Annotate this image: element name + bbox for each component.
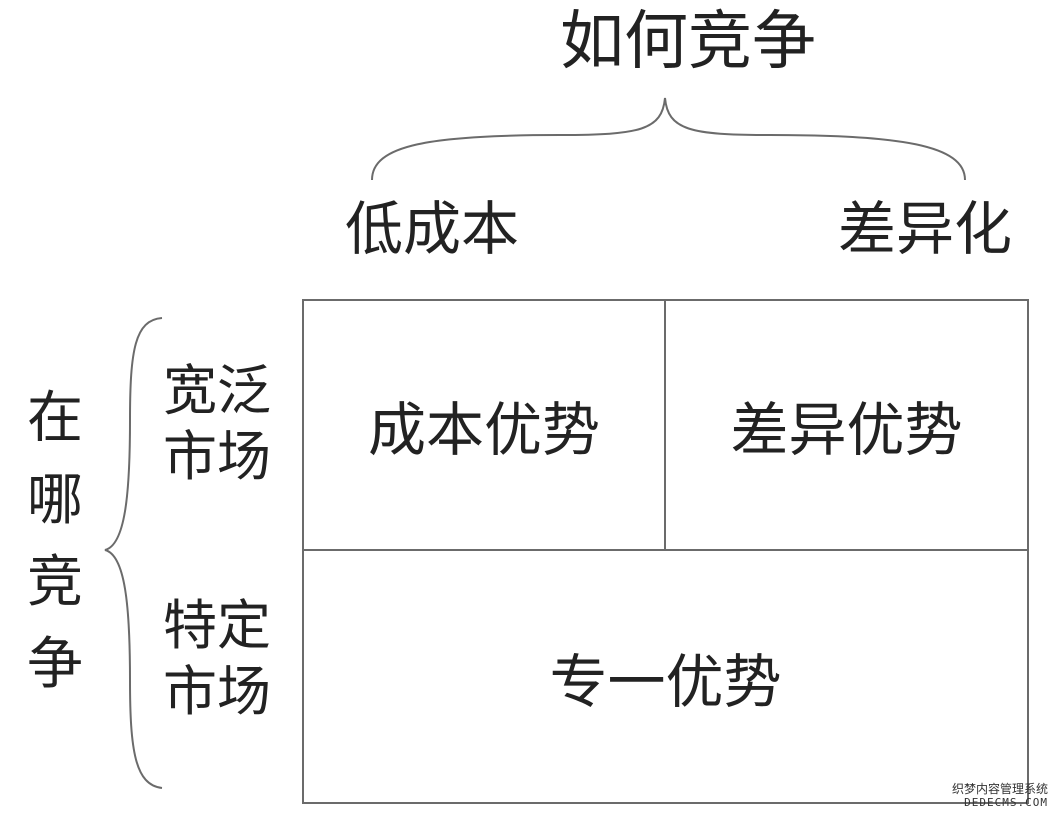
watermark: 织梦内容管理系统 DEDECMS.COM	[952, 782, 1048, 810]
watermark-line1: 织梦内容管理系统	[951, 782, 1048, 796]
how-to-compete-title: 如何竞争	[560, 5, 816, 79]
strategy-matrix: 成本优势 差异优势 专一优势	[302, 299, 1029, 804]
column-differentiation: 差异化	[838, 195, 1013, 263]
column-low-cost: 低成本	[345, 195, 520, 263]
cell-cost-advantage: 成本优势	[304, 301, 666, 551]
row-broad-market: 宽泛市场	[163, 359, 271, 488]
where-to-compete-title: 在哪竞争	[27, 386, 83, 697]
cell-differentiation-advantage: 差异优势	[666, 301, 1027, 551]
top-brace	[371, 97, 966, 181]
watermark-line2: DEDECMS.COM	[964, 796, 1048, 809]
row-specific-market: 特定市场	[163, 594, 271, 723]
cell-focus-advantage: 专一优势	[549, 647, 782, 716]
side-brace	[104, 317, 163, 789]
